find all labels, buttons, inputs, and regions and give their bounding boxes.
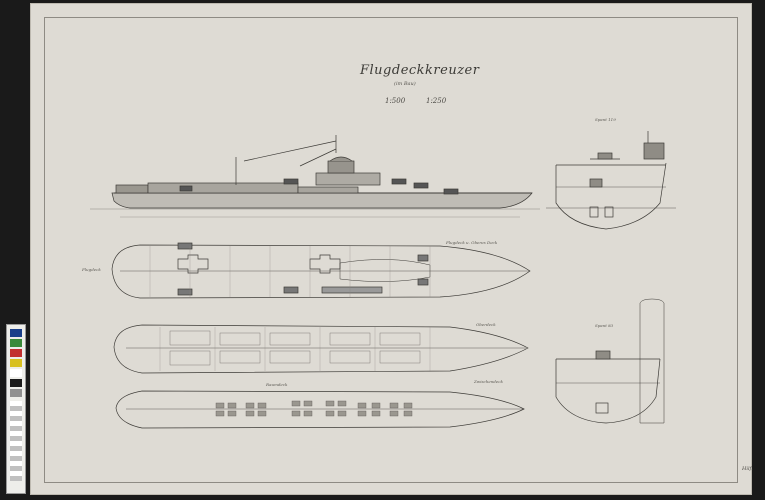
label-hold: Raumdeck — [266, 382, 288, 387]
cross-section-top — [546, 131, 676, 230]
drawing-title: Flugdeckkreuzer — [360, 63, 480, 78]
swatch-yellow — [10, 359, 22, 367]
lower-deck-plan — [115, 390, 525, 429]
swatch-white — [10, 369, 22, 377]
scale-label-1: 1:500 — [385, 97, 406, 105]
drawing-sheet: Flugdeckkreuzer (im Bau) 1:500 1:250 Spa… — [30, 3, 753, 495]
swatch-red — [10, 349, 22, 357]
upper-deck-plan — [113, 324, 529, 374]
swatch-green — [10, 339, 22, 347]
swatch-gray — [10, 389, 22, 397]
drawing-frame — [44, 17, 738, 483]
flight-deck-plan — [111, 242, 531, 299]
side-elevation — [90, 135, 540, 218]
section-label-bottom: Spant 83 — [595, 323, 614, 328]
label-main-deck: Flugdeck u. Oberes Deck — [446, 240, 498, 245]
swatch-black — [10, 379, 22, 387]
label-lower-deck: Zwischendeck — [474, 379, 503, 384]
cross-section-bottom — [555, 298, 665, 424]
ship-drawings — [90, 131, 676, 429]
section-label-top: Spant 119 — [595, 117, 616, 122]
label-flight-deck: Flugdeck — [82, 267, 101, 272]
color-reference-strip — [6, 324, 26, 494]
label-upper-deck: Oberdeck — [476, 322, 496, 327]
signature: Hilf. — [742, 466, 753, 472]
scale-label-2: 1:250 — [426, 97, 447, 105]
swatch-gray-scale — [10, 401, 22, 481]
swatch-blue — [10, 329, 22, 337]
drawing-subtitle: (im Bau) — [394, 81, 416, 87]
